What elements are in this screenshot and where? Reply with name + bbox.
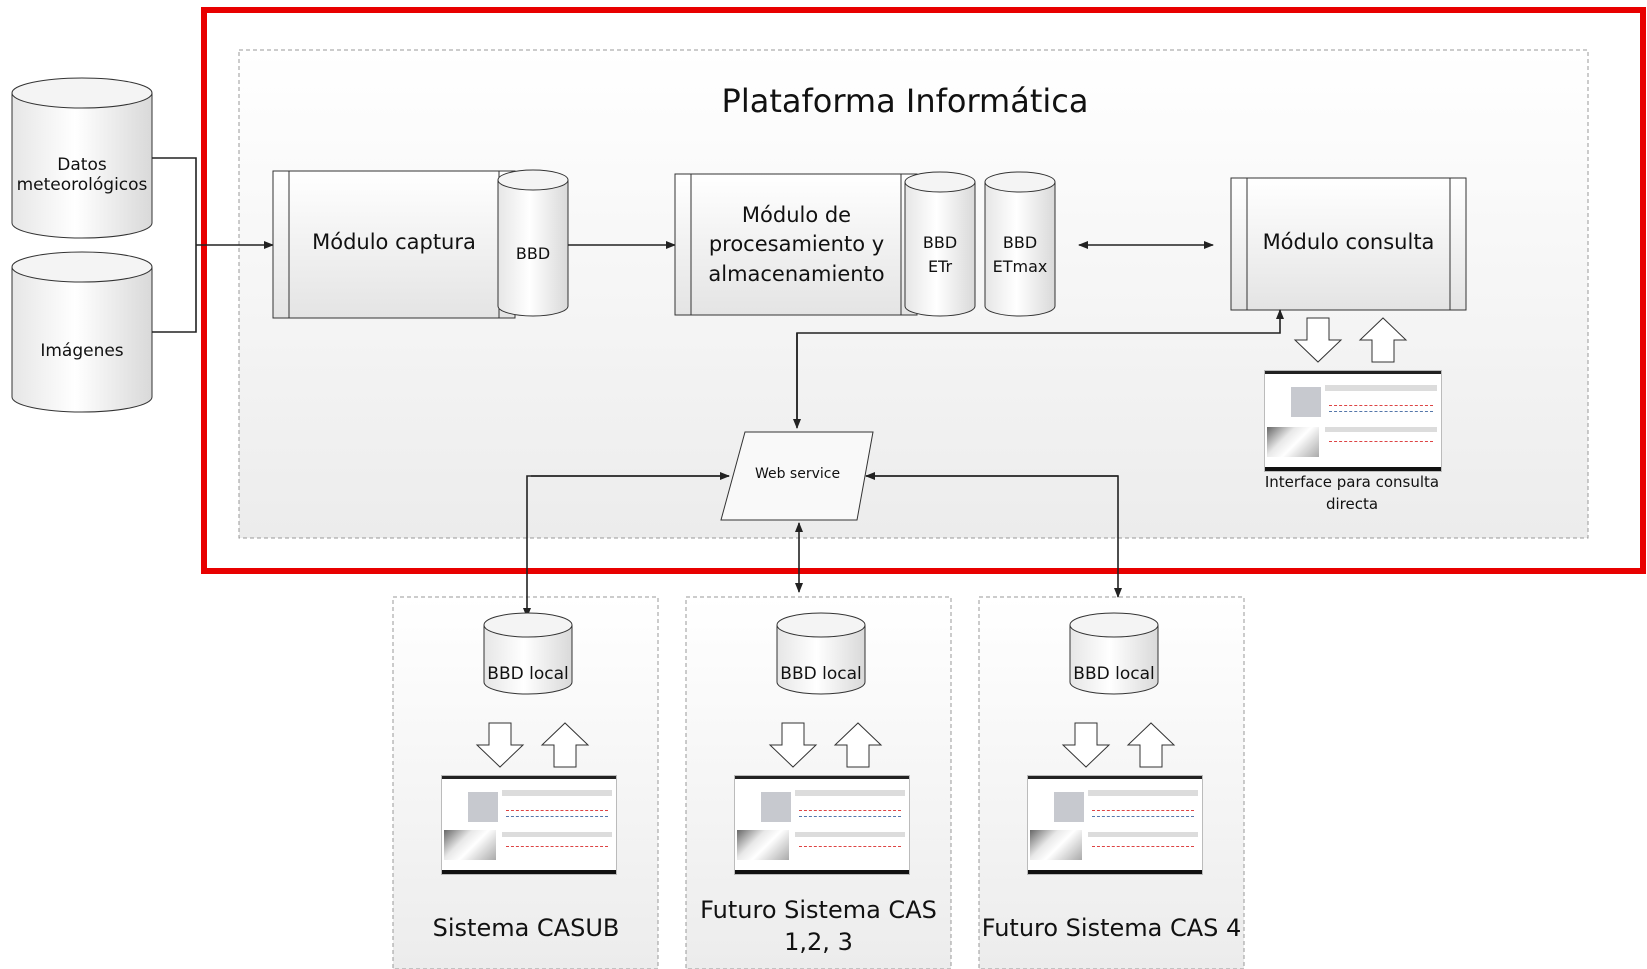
capture-db-cylinder bbox=[497, 169, 569, 317]
up-block-arrow-system3 bbox=[1126, 722, 1176, 768]
system1-db-label: BBD local bbox=[487, 664, 569, 684]
images-cylinder bbox=[11, 251, 153, 413]
up-block-arrow-system2 bbox=[833, 722, 883, 768]
capture-module-label: Módulo captura bbox=[312, 230, 476, 254]
web-service-label: Web service bbox=[754, 466, 841, 482]
processing-module-label: Módulo de procesamiento y almacenamiento bbox=[708, 203, 885, 286]
capture-module-box bbox=[272, 170, 516, 319]
system2-db-cylinder bbox=[776, 612, 866, 695]
system1-name: Sistema CASUB bbox=[432, 914, 620, 942]
etmax-db-label: BBD ETmax bbox=[992, 233, 1048, 276]
etr-db-cylinder bbox=[904, 171, 976, 317]
down-block-arrow-system2 bbox=[768, 722, 818, 768]
highlight-frame bbox=[201, 7, 1646, 574]
down-block-arrow-system1 bbox=[475, 722, 525, 768]
interface-caption: Interface para consulta directa bbox=[1264, 473, 1440, 513]
system1-screenshot bbox=[441, 775, 617, 875]
system3-name: Futuro Sistema CAS 4 bbox=[981, 914, 1242, 942]
images-label: Imágenes bbox=[40, 341, 124, 361]
connector-meteo bbox=[152, 157, 197, 333]
capture-db-label: BBD bbox=[515, 244, 551, 263]
system2-name: Futuro Sistema CAS 1,2, 3 bbox=[700, 896, 937, 956]
system2-screenshot bbox=[734, 775, 910, 875]
etmax-db-cylinder bbox=[984, 171, 1056, 317]
web-service-shape bbox=[720, 431, 874, 521]
etr-db-label: BBD ETr bbox=[922, 233, 958, 276]
system2-db-label: BBD local bbox=[780, 664, 862, 684]
query-module-box bbox=[1230, 177, 1467, 311]
system3-db-cylinder bbox=[1069, 612, 1159, 695]
query-interface-screenshot bbox=[1264, 370, 1442, 472]
system3-screenshot bbox=[1027, 775, 1203, 875]
up-block-arrow-query bbox=[1358, 317, 1408, 363]
platform-title: Plataforma Informática bbox=[721, 82, 1089, 120]
system3-db-label: BBD local bbox=[1073, 664, 1155, 684]
query-module-label: Módulo consulta bbox=[1262, 230, 1435, 254]
processing-module-box bbox=[674, 173, 918, 316]
down-block-arrow-system3 bbox=[1061, 722, 1111, 768]
up-block-arrow-system1 bbox=[540, 722, 590, 768]
system1-db-cylinder bbox=[483, 612, 573, 695]
down-block-arrow-query bbox=[1293, 317, 1343, 363]
meteo-data-cylinder bbox=[11, 77, 153, 239]
meteo-data-label: Datos meteorológicos bbox=[16, 155, 148, 196]
